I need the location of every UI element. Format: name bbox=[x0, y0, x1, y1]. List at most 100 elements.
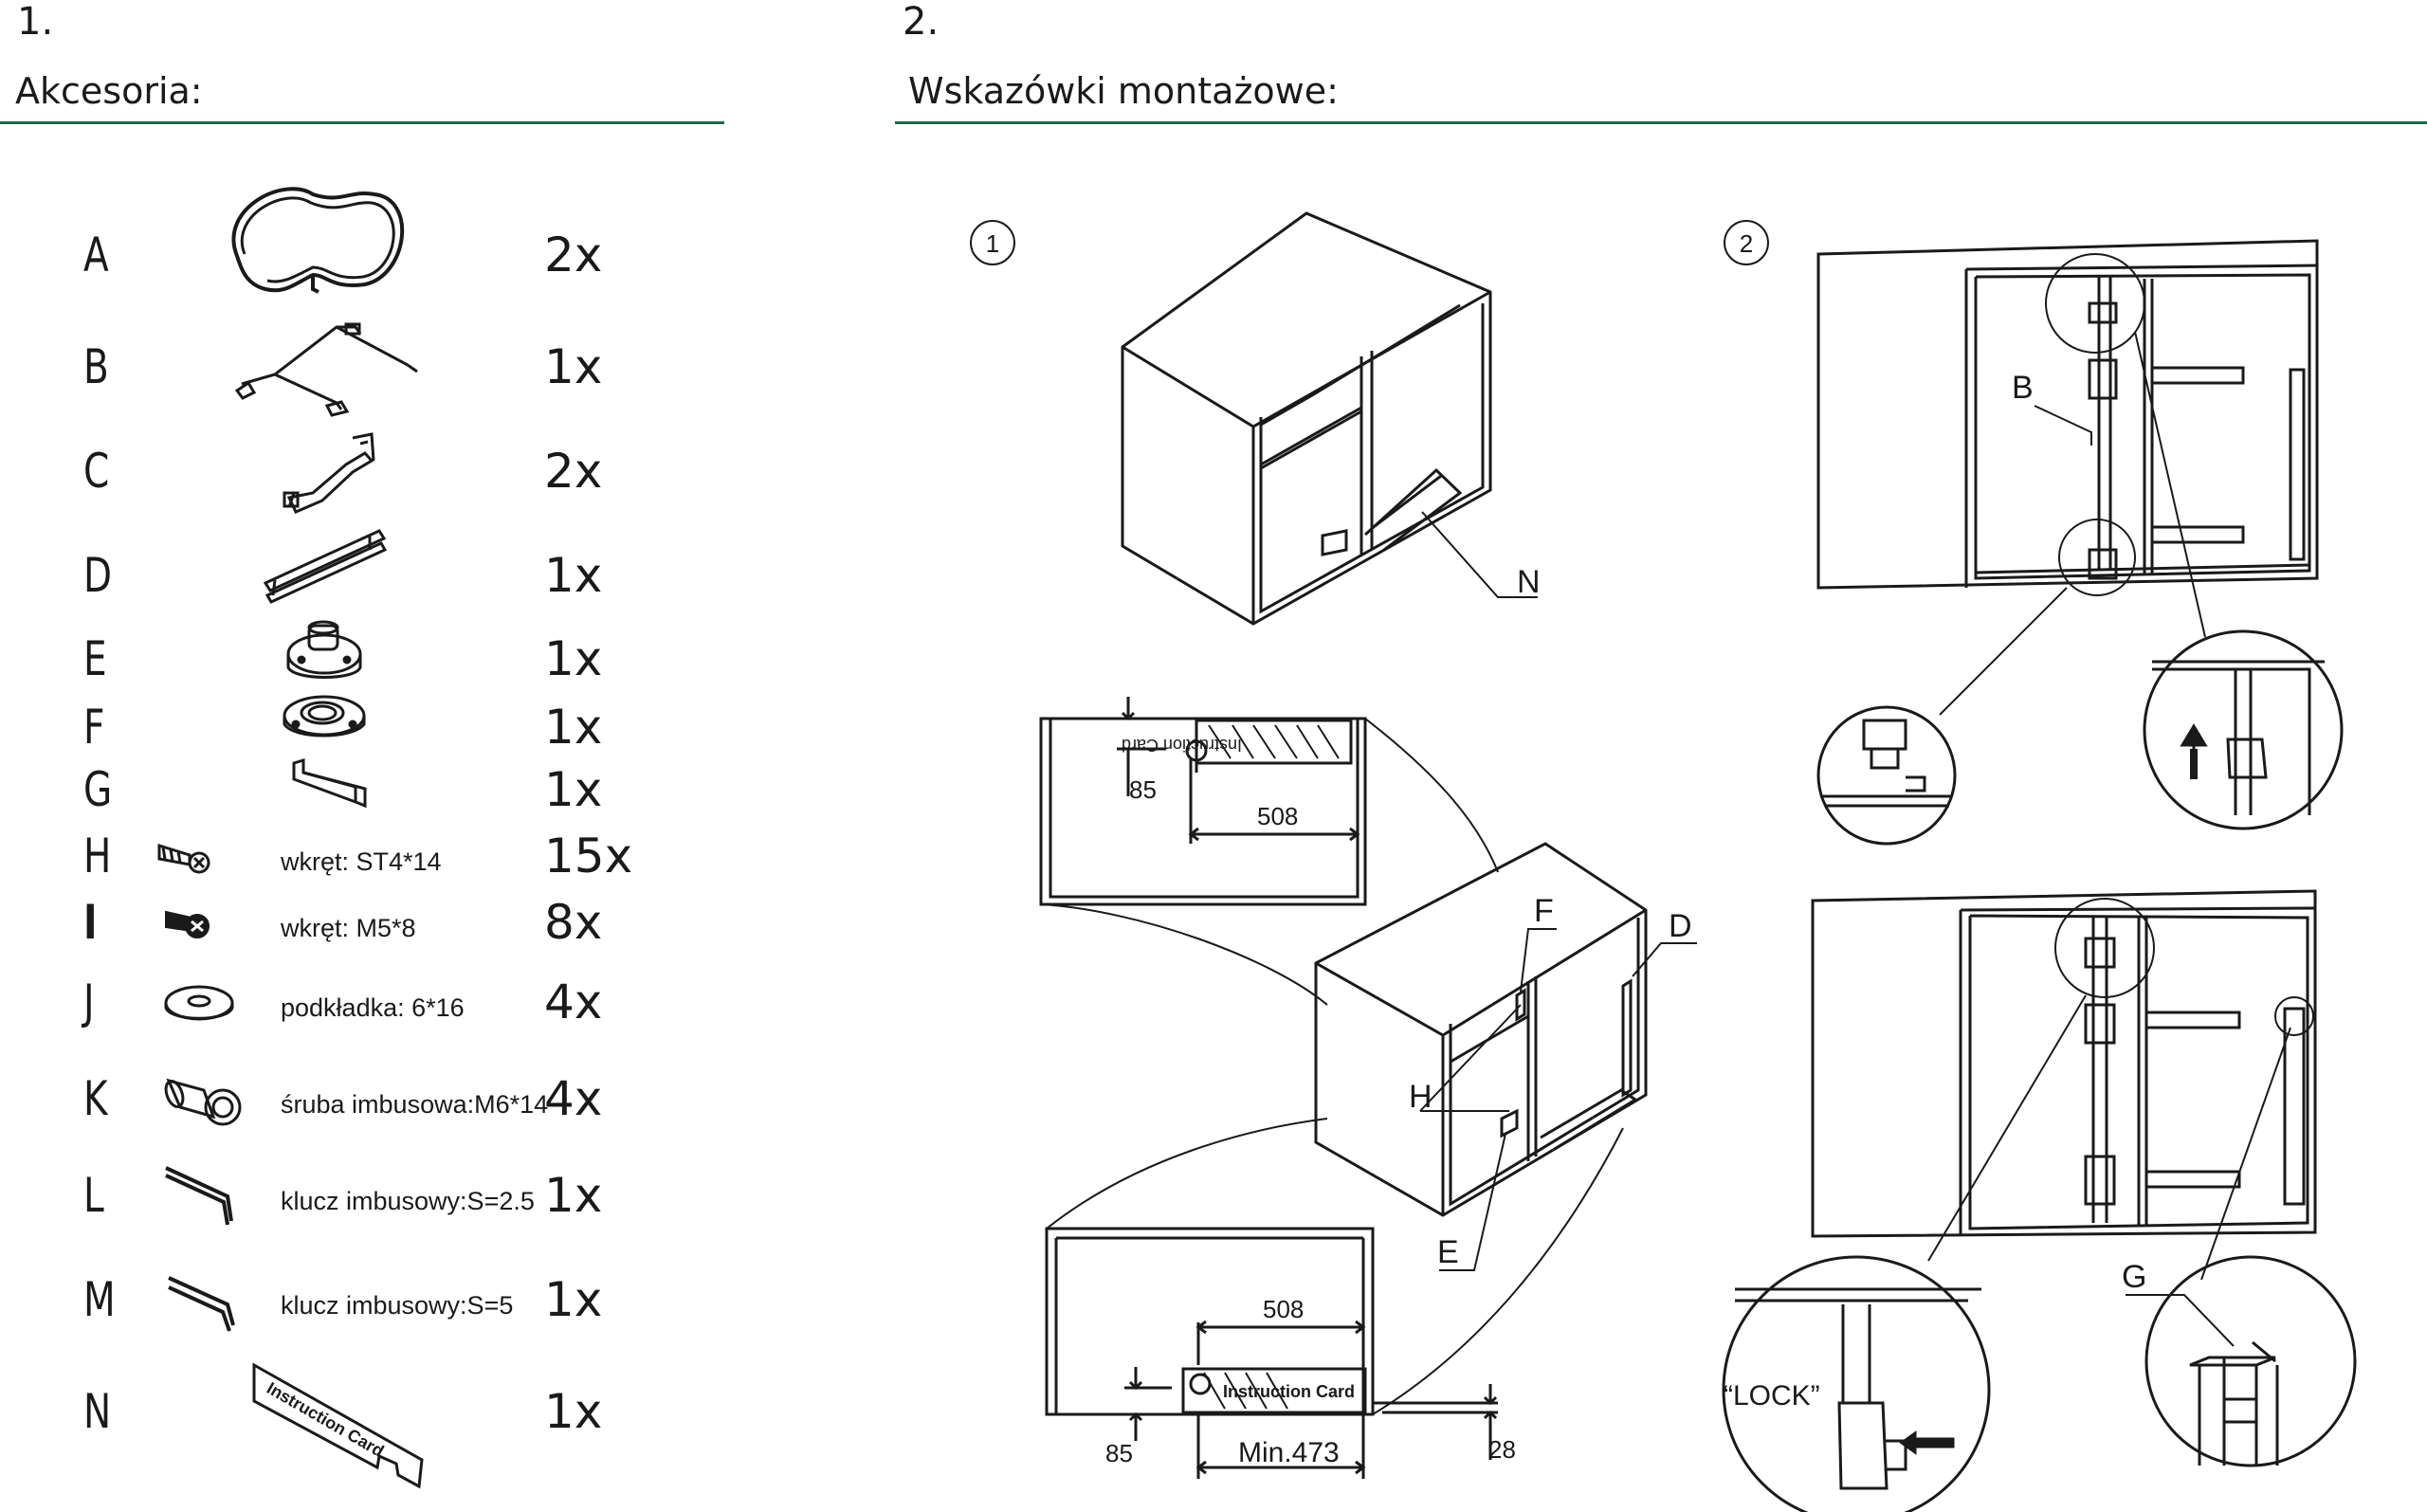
accessory-desc: śruba imbusowa:M6*14 bbox=[281, 1090, 549, 1119]
accessory-row-n: N 1x bbox=[0, 1384, 702, 1441]
accessory-qty: 1x bbox=[544, 1384, 603, 1439]
section-1-number: 1. bbox=[17, 0, 54, 44]
accessory-letter: K bbox=[83, 1071, 108, 1126]
dim-bottom-508: 508 bbox=[1263, 1295, 1304, 1323]
accessory-qty: 1x bbox=[544, 1168, 603, 1223]
accessory-row-m: M klucz imbusowy:S=5 1x bbox=[0, 1272, 702, 1329]
cabinet-middle-view bbox=[1314, 842, 1648, 1217]
dim-bottom-min: Min.473 bbox=[1238, 1437, 1340, 1468]
accessory-qty: 1x bbox=[544, 339, 603, 394]
machine-screw-icon bbox=[165, 910, 210, 938]
accessory-desc: wkręt: M5*8 bbox=[281, 914, 416, 942]
accessory-qty: 15x bbox=[544, 829, 633, 884]
dim-top-508: 508 bbox=[1257, 802, 1298, 830]
hinge-bracket-icon bbox=[283, 432, 375, 514]
accessory-row-i: I wkręt: M5*8 8x bbox=[0, 895, 702, 952]
leader-h bbox=[1419, 1004, 1522, 1112]
top-mount-icon bbox=[283, 695, 366, 738]
dim-bottom-85: 85 bbox=[1105, 1439, 1133, 1467]
cabinet-top-view bbox=[1121, 211, 1492, 626]
label-g: G bbox=[2122, 1259, 2146, 1295]
leader-g bbox=[2126, 1294, 2235, 1347]
accessory-letter: I bbox=[83, 895, 98, 950]
section-1-rule bbox=[0, 121, 724, 124]
accessory-letter: H bbox=[83, 829, 112, 884]
label-e: E bbox=[1437, 1234, 1459, 1270]
accessory-letter: M bbox=[83, 1272, 116, 1327]
accessory-row-k: K śruba imbusowa:M6*14 4x bbox=[0, 1071, 702, 1128]
accessory-letter: F bbox=[83, 700, 105, 755]
detail-section-top bbox=[1039, 697, 1499, 1006]
zoom-detail-clip bbox=[2144, 1027, 2357, 1467]
accessory-row-c: C 2x bbox=[0, 444, 702, 501]
tray-icon bbox=[231, 187, 405, 294]
accessory-row-g: G 1x bbox=[0, 762, 702, 819]
accessory-qty: 8x bbox=[544, 895, 603, 950]
cabinet-front-upper bbox=[1816, 239, 2319, 590]
hex-key-icon bbox=[168, 1276, 235, 1332]
accessory-qty: 1x bbox=[544, 631, 603, 686]
section-1-title: Akcesoria: bbox=[15, 70, 203, 112]
accessory-qty: 1x bbox=[544, 1272, 603, 1327]
detail-section-bottom bbox=[1045, 1118, 1624, 1479]
accessory-row-d: D 1x bbox=[0, 548, 702, 605]
accessory-desc: podkładka: 6*16 bbox=[281, 993, 465, 1022]
rail-icon bbox=[263, 529, 388, 604]
cabinet-front-lower bbox=[1811, 889, 2317, 1238]
zoom-circle-clip bbox=[2274, 996, 2314, 1036]
accessory-desc: wkręt: ST4*14 bbox=[281, 847, 442, 876]
label-lock: “LOCK” bbox=[1724, 1380, 1820, 1412]
accessory-row-b: B 1x bbox=[0, 339, 702, 396]
label-h: H bbox=[1409, 1079, 1432, 1115]
washer-icon bbox=[164, 985, 234, 1021]
arm-bracket-icon bbox=[234, 322, 418, 417]
screw-icon bbox=[157, 843, 210, 874]
accessory-letter: D bbox=[83, 548, 113, 603]
accessory-row-a: A 2x bbox=[0, 228, 702, 284]
accessory-qty: 1x bbox=[544, 762, 603, 817]
zoom-circle-top bbox=[2045, 253, 2145, 354]
accessory-letter: G bbox=[83, 762, 113, 817]
base-mount-icon bbox=[286, 620, 362, 679]
card-text-bottom: Instruction Card bbox=[1223, 1382, 1355, 1401]
card-text: Instruction Card bbox=[264, 1378, 387, 1461]
dim-bottom-28: 28 bbox=[1488, 1435, 1516, 1464]
label-b: B bbox=[2012, 370, 2034, 406]
accessory-qty: 1x bbox=[544, 548, 603, 603]
leader-d bbox=[1632, 942, 1697, 977]
section-2-rule bbox=[895, 121, 2427, 124]
leader-e bbox=[1439, 1133, 1506, 1271]
dim-top-85: 85 bbox=[1129, 775, 1157, 804]
accessory-desc: klucz imbusowy:S=5 bbox=[281, 1291, 514, 1320]
accessory-qty: 4x bbox=[544, 1071, 603, 1126]
zoom-circle-base bbox=[2058, 519, 2136, 596]
step-2-badge-label: 2 bbox=[1740, 229, 1753, 258]
accessory-row-h: H wkręt: ST4*14 15x bbox=[0, 829, 702, 885]
label-f: F bbox=[1534, 893, 1554, 929]
section-2-title: Wskazówki montażowe: bbox=[908, 70, 1339, 112]
accessory-letter: E bbox=[83, 631, 107, 686]
leader-n bbox=[1421, 511, 1538, 598]
accessory-row-f: F 1x bbox=[0, 700, 702, 756]
step-2-badge bbox=[1724, 220, 1769, 265]
step-1-badge-label: 1 bbox=[986, 229, 999, 258]
accessory-letter: B bbox=[83, 339, 109, 394]
hex-bolt-icon bbox=[164, 1078, 242, 1126]
accessory-letter: J bbox=[83, 975, 95, 1029]
accessory-letter: A bbox=[83, 228, 109, 282]
zoom-circle-lock bbox=[2054, 898, 2155, 998]
stop-clip-icon bbox=[292, 757, 367, 809]
leader-b bbox=[2034, 405, 2092, 446]
label-d: D bbox=[1669, 908, 1692, 944]
accessory-qty: 1x bbox=[544, 700, 603, 755]
accessory-letter: C bbox=[83, 444, 110, 499]
section-2-number: 2. bbox=[903, 0, 940, 44]
card-text-top: Instruction Card bbox=[1122, 736, 1242, 755]
accessory-row-l: L klucz imbusowy:S=2.5 1x bbox=[0, 1168, 702, 1225]
accessory-qty: 2x bbox=[544, 228, 603, 282]
accessory-desc: klucz imbusowy:S=2.5 bbox=[281, 1187, 535, 1215]
zoom-detail-lock bbox=[1722, 994, 2087, 1512]
label-n: N bbox=[1517, 564, 1541, 600]
accessory-qty: 2x bbox=[544, 444, 603, 499]
